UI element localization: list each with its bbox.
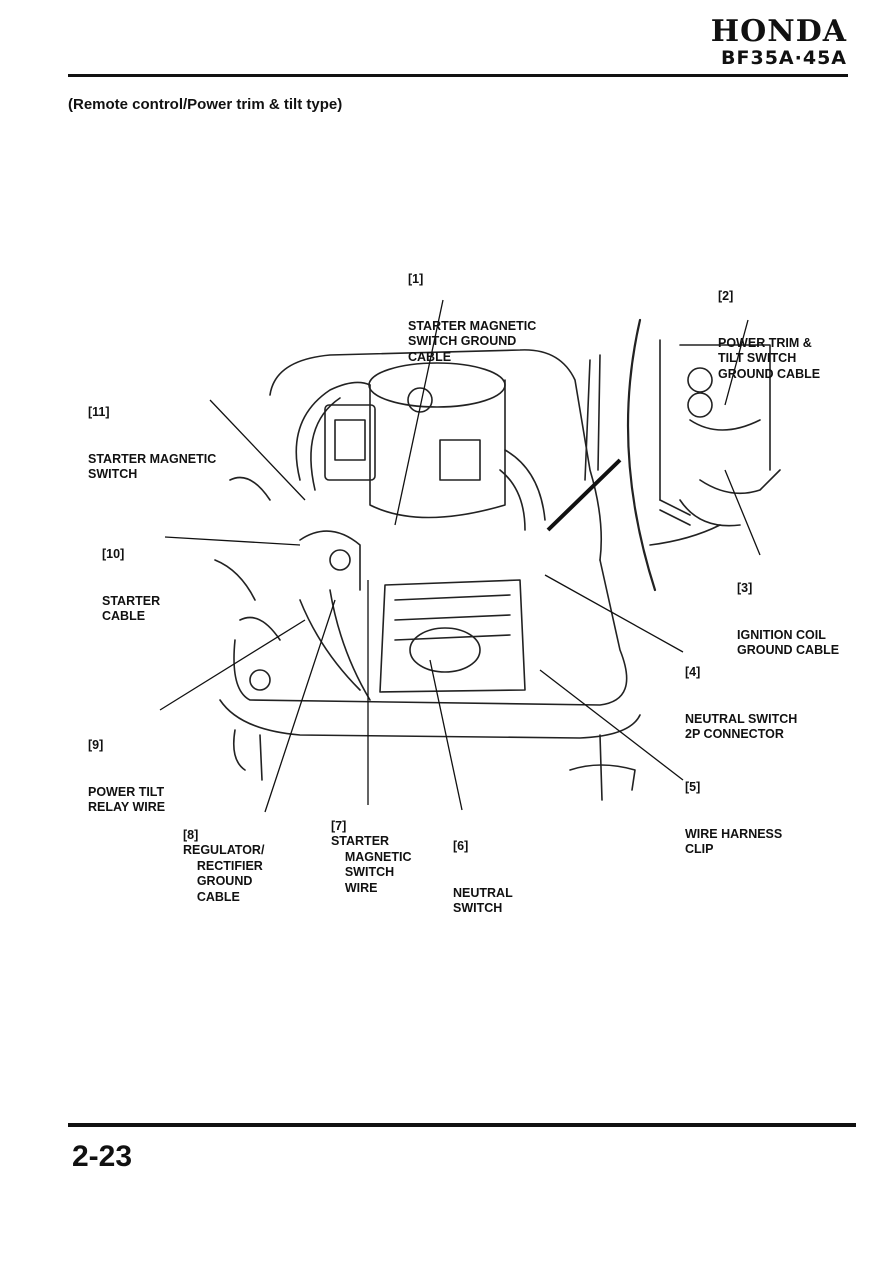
callout-label: STARTER MAGNETIC SWITCH GROUND CABLE <box>408 318 537 364</box>
callout-number: [2] <box>718 289 734 303</box>
callout-label: STARTER CABLE <box>102 593 161 624</box>
brand-logo: HONDA <box>710 14 847 49</box>
callout-label: STARTER MAGNETIC SWITCH <box>88 451 217 482</box>
callout-number: [1] <box>408 272 424 286</box>
callout-number: [11] <box>88 405 110 419</box>
callout-number: [5] <box>685 780 701 794</box>
callout-label: WIRE HARNESS CLIP <box>685 826 783 857</box>
callout-number: [6] <box>453 839 469 853</box>
callout-regulator-rectifier-ground-cable: [8] REGULATOR/ RECTIFIER GROUND CABLE <box>176 812 264 905</box>
callout-starter-cable: [10] STARTER CABLE <box>102 516 160 640</box>
callout-label: NEUTRAL SWITCH <box>453 885 513 916</box>
callout-label: NEUTRAL SWITCH 2P CONNECTOR <box>685 711 798 742</box>
callout-power-tilt-relay-wire: [9] POWER TILT RELAY WIRE <box>88 707 165 831</box>
model-name: BF35A·45A <box>721 47 847 69</box>
callout-label: POWER TILT RELAY WIRE <box>88 784 166 815</box>
header-rule <box>68 74 848 77</box>
callout-number: [7] <box>330 818 347 833</box>
callout-label: STARTER MAGNETIC SWITCH WIRE <box>330 834 412 895</box>
page-number: 2-23 <box>72 1140 133 1173</box>
callout-power-trim-tilt-switch-ground-cable: [2] POWER TRIM & TILT SWITCH GROUND CABL… <box>718 258 820 398</box>
callout-number: [8] <box>182 827 199 842</box>
callout-neutral-switch: [6] NEUTRAL SWITCH <box>453 808 513 932</box>
callout-starter-magnetic-switch: [11] STARTER MAGNETIC SWITCH <box>88 374 216 498</box>
callout-wire-harness-clip: [5] WIRE HARNESS CLIP <box>685 749 782 873</box>
callout-label: REGULATOR/ RECTIFIER GROUND CABLE <box>182 843 265 904</box>
callout-label: POWER TRIM & TILT SWITCH GROUND CABLE <box>718 335 821 381</box>
callout-ignition-coil-ground-cable: [3] IGNITION COIL GROUND CABLE <box>737 550 839 674</box>
footer-rule <box>68 1123 856 1127</box>
callout-label: IGNITION COIL GROUND CABLE <box>737 627 840 658</box>
callout-number: [4] <box>685 665 701 679</box>
section-subtitle: (Remote control/Power trim & tilt type) <box>68 96 343 113</box>
callout-number: [10] <box>102 547 125 561</box>
callout-starter-magnetic-switch-wire: [7] STARTER MAGNETIC SWITCH WIRE <box>324 803 412 896</box>
callout-number: [9] <box>88 738 104 752</box>
callout-number: [3] <box>737 581 753 595</box>
callout-starter-magnetic-switch-ground-cable: [1] STARTER MAGNETIC SWITCH GROUND CABLE <box>408 241 536 381</box>
callout-neutral-switch-2p-connector: [4] NEUTRAL SWITCH 2P CONNECTOR <box>685 634 797 758</box>
